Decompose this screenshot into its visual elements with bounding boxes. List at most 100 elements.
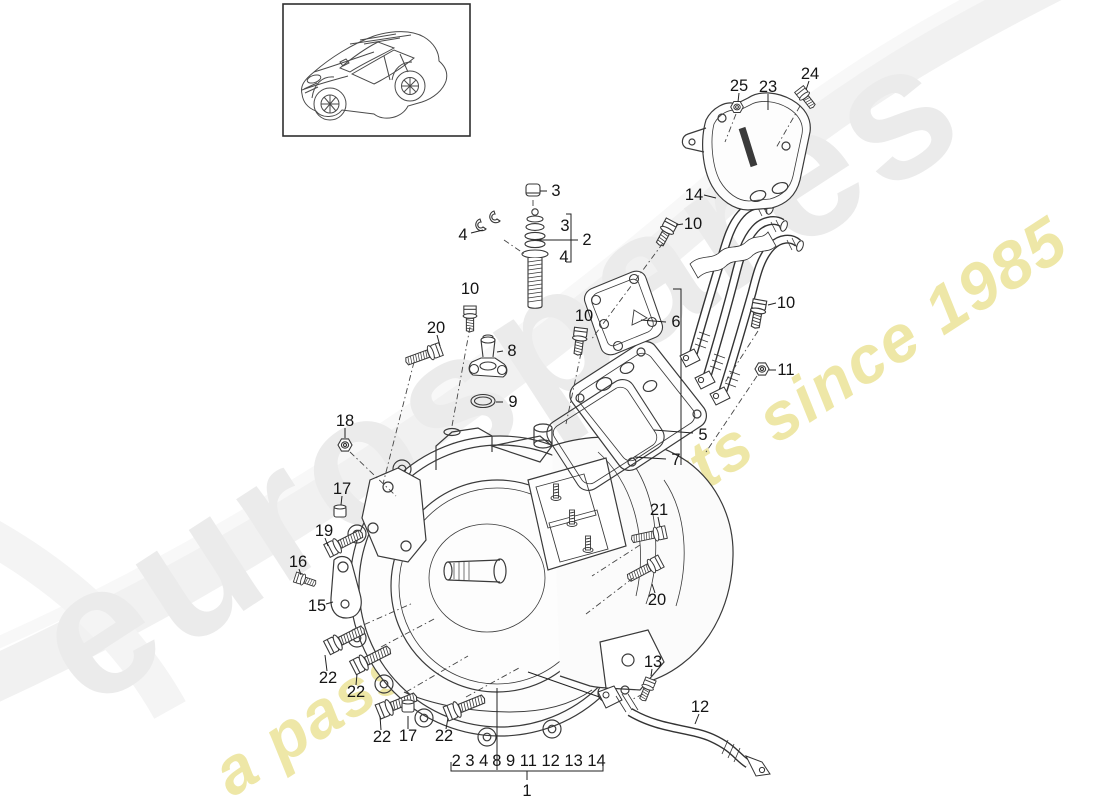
ground-cable [597,685,771,777]
assembly-axis-10 [451,326,471,427]
cap-17b [401,699,415,713]
assembly-axis-25 [724,113,737,143]
callout-20: 20 [648,591,666,609]
vent-fitting [468,334,508,378]
cap-17a [333,504,347,518]
left-mount-plate [361,467,427,563]
footer-assembly-number: 1 [522,782,531,800]
cover-bracket-line [673,288,682,465]
leader-line-22 [355,673,358,686]
callout-6: 6 [671,313,680,331]
nut-18 [337,438,353,452]
callout-22: 22 [347,683,365,701]
leader-line-22 [324,654,328,672]
breather-clip [475,210,501,232]
assembly-axis-20 [585,577,634,615]
callout-23: 23 [759,78,777,96]
leader-line-20 [436,334,441,347]
callout-10: 10 [461,280,479,298]
terminal-box [527,457,627,571]
callout-10: 10 [684,215,702,233]
callout-16: 16 [289,553,307,571]
leader-line-24 [805,80,810,91]
callout-17: 17 [333,480,351,498]
sub-group-bracket [566,213,572,263]
assembly-axis-10 [565,352,582,425]
callout-19: 19 [315,522,333,540]
leader-line-6 [640,319,667,323]
assembly-axis-4 [503,239,527,256]
callout-22: 22 [319,669,337,687]
support-bracket [330,555,362,619]
leader-line-10 [767,302,777,306]
footer-subgroup-b: 8 9 11 12 13 14 [492,752,605,770]
callout-11: 11 [777,361,794,379]
o-ring [470,393,496,409]
transmission-housing [338,423,734,770]
assembly-axis-22 [351,602,414,631]
fasteners [292,84,819,723]
porsche-cayenne-icon [301,31,448,121]
callout-10: 10 [777,294,795,312]
leader-line-19 [324,537,329,547]
leader-line-8 [496,350,504,353]
assembly-axis-22 [405,655,469,693]
leader-line-22 [379,715,382,731]
callout-9: 9 [508,393,517,411]
callout-25: 25 [730,77,748,95]
callout-8: 8 [507,342,516,360]
leader-line-5 [653,429,694,434]
callout-10: 10 [575,307,593,325]
callout-4: 4 [458,226,467,244]
output-shaft [443,558,507,584]
ground-strap-boss [599,629,665,695]
cap-3 [525,183,541,197]
leader-line-7 [633,456,667,460]
cable-break-band [689,231,777,279]
cover-gasket [546,379,665,491]
footer-subgroup-a: 2 3 4 [452,752,489,770]
callout-15: 15 [308,597,326,615]
callout-4: 4 [559,248,568,266]
callout-5: 5 [698,426,707,444]
callout-12: 12 [691,698,709,716]
leader-line-12 [694,713,700,725]
watermark-swoosh [0,0,1062,719]
callout-2: 2 [582,231,591,249]
leader-line-25 [737,92,740,103]
leader-line-13 [650,668,653,677]
callout-7: 7 [671,451,680,469]
leader-line-20 [651,583,656,594]
terminal-studs [550,483,594,553]
callout-18: 18 [336,412,354,430]
assembly-axis-22 [380,617,437,648]
assembly-axis-11 [705,375,758,453]
callout-22: 22 [435,727,453,745]
breather-valve [521,208,549,309]
callout-17: 17 [399,727,417,745]
leader-line-21 [657,516,661,528]
leader-line-10 [675,223,684,226]
cable-bracket [681,92,811,211]
assembly-axis-21 [591,544,641,577]
assembly-axis-10 [723,330,759,385]
assembly-axis-20 [382,361,415,485]
leader-line-16 [298,568,302,576]
leader-line-15 [325,601,334,605]
nut-25 [730,101,744,113]
assembly-axis-18 [349,451,397,497]
callout-3: 3 [551,182,560,200]
callout-20: 20 [427,319,445,337]
assembly-footer: 2 3 4 8 9 11 12 13 14 1 [450,752,606,800]
callouts-layer: 3234410101010112089181719161521201312222… [289,65,819,746]
callout-14: 14 [685,186,703,204]
callout-22: 22 [373,728,391,746]
leader-line-14 [703,194,717,199]
callout-3: 3 [560,217,569,235]
leader-line-17 [340,495,343,506]
small-cover [583,270,664,356]
callout-13: 13 [644,653,662,671]
leader-line-22 [445,717,449,730]
